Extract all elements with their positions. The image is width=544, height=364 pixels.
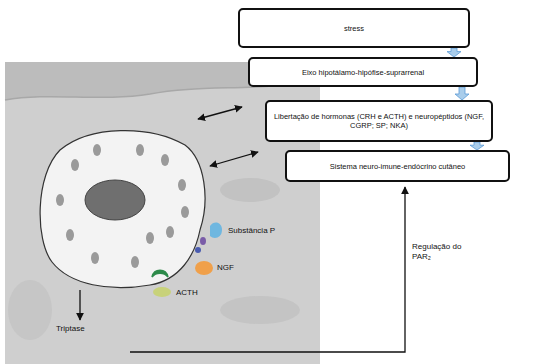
flow-arrow	[447, 48, 461, 57]
acth-mark	[152, 270, 168, 277]
mediator-mark	[200, 237, 206, 245]
double-arrow	[210, 152, 258, 166]
flow-arrow	[455, 87, 469, 100]
process-box: Libertação de hormonas (CRH e ACTH) e ne…	[265, 100, 493, 142]
annotation-label: NGF	[217, 263, 257, 273]
flow-arrow	[470, 142, 484, 150]
ngf-mark	[195, 261, 213, 275]
cell-nucleus	[85, 180, 145, 220]
process-box: Sistema neuro-imune-endócrino cutâneo	[285, 150, 510, 182]
mast-cell	[40, 131, 205, 288]
box-text: Eixo hipotálamo-hipófise-suprarrenal	[302, 68, 424, 77]
annotation-label: ACTH	[176, 288, 216, 298]
granules	[56, 144, 189, 268]
process-box: stress	[238, 8, 470, 48]
granule	[146, 232, 154, 244]
granule	[93, 144, 101, 156]
mediator-mark	[195, 247, 201, 253]
tissue-fibre	[8, 280, 52, 340]
tissue-fibre	[220, 178, 280, 202]
release-arrow	[79, 290, 80, 320]
granule	[91, 252, 99, 264]
double-arrow	[198, 107, 242, 119]
annotation-label: Triptase	[56, 324, 116, 334]
tissue-fibre	[220, 296, 300, 324]
annotation-label: Regulação do PAR₂	[412, 242, 474, 262]
granule	[131, 256, 139, 268]
process-box: Eixo hipotálamo-hipófise-suprarrenal	[248, 57, 478, 87]
annotation-label: Substância P	[228, 226, 298, 236]
granule	[166, 226, 174, 238]
granule	[136, 144, 144, 156]
granule	[181, 206, 189, 218]
granule	[71, 159, 79, 171]
granule	[161, 154, 169, 166]
box-text: stress	[344, 24, 364, 33]
granule	[66, 229, 74, 241]
box-text: Libertação de hormonas (CRH e ACTH) e ne…	[273, 112, 485, 130]
regulation-arrow	[130, 187, 405, 352]
box-text: Sistema neuro-imune-endócrino cutâneo	[330, 162, 466, 171]
acth-mark	[153, 287, 171, 297]
granule	[56, 194, 64, 206]
substance-p-mark	[210, 223, 222, 238]
granule	[178, 179, 186, 191]
